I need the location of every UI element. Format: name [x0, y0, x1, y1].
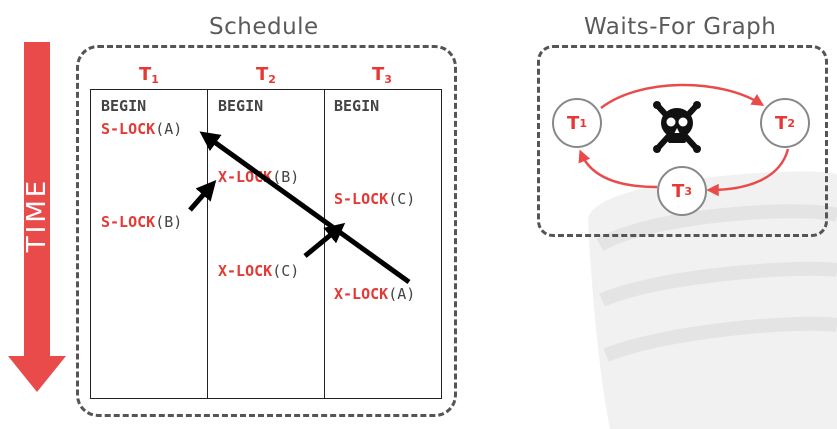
t3-x-lock-a: X-LOCK(A) [334, 285, 416, 303]
edge-t3-to-t1 [578, 149, 658, 189]
schedule-title: Schedule [209, 14, 319, 40]
wait-arrow-t1-to-t2 [188, 179, 217, 212]
t1-s-lock-b: S-LOCK(B) [101, 213, 183, 231]
t3-s-lock-c: S-LOCK(C) [334, 190, 416, 208]
schedule-table [90, 89, 442, 399]
wait-arrow-t2-to-t3 [303, 222, 346, 258]
waits-for-graph-container [537, 45, 828, 237]
t3-begin: BEGIN [334, 97, 380, 115]
column-header-t1: T1 [139, 64, 159, 86]
waits-for-graph-title: Waits-For Graph [584, 14, 777, 40]
wait-arrow-t3-to-t1 [199, 131, 411, 285]
column-divider [207, 90, 208, 398]
t2-begin: BEGIN [218, 97, 264, 115]
column-divider [324, 90, 325, 398]
t2-x-lock-c: X-LOCK(C) [218, 262, 300, 280]
column-header-t3: T3 [372, 64, 392, 86]
edge-t2-to-t3 [706, 148, 790, 197]
t1-s-lock-a: S-LOCK(A) [101, 120, 183, 138]
t1-begin: BEGIN [101, 97, 147, 115]
edge-t1-to-t2 [600, 83, 765, 109]
column-header-t2: T2 [256, 64, 276, 86]
schedule-container [76, 45, 457, 417]
